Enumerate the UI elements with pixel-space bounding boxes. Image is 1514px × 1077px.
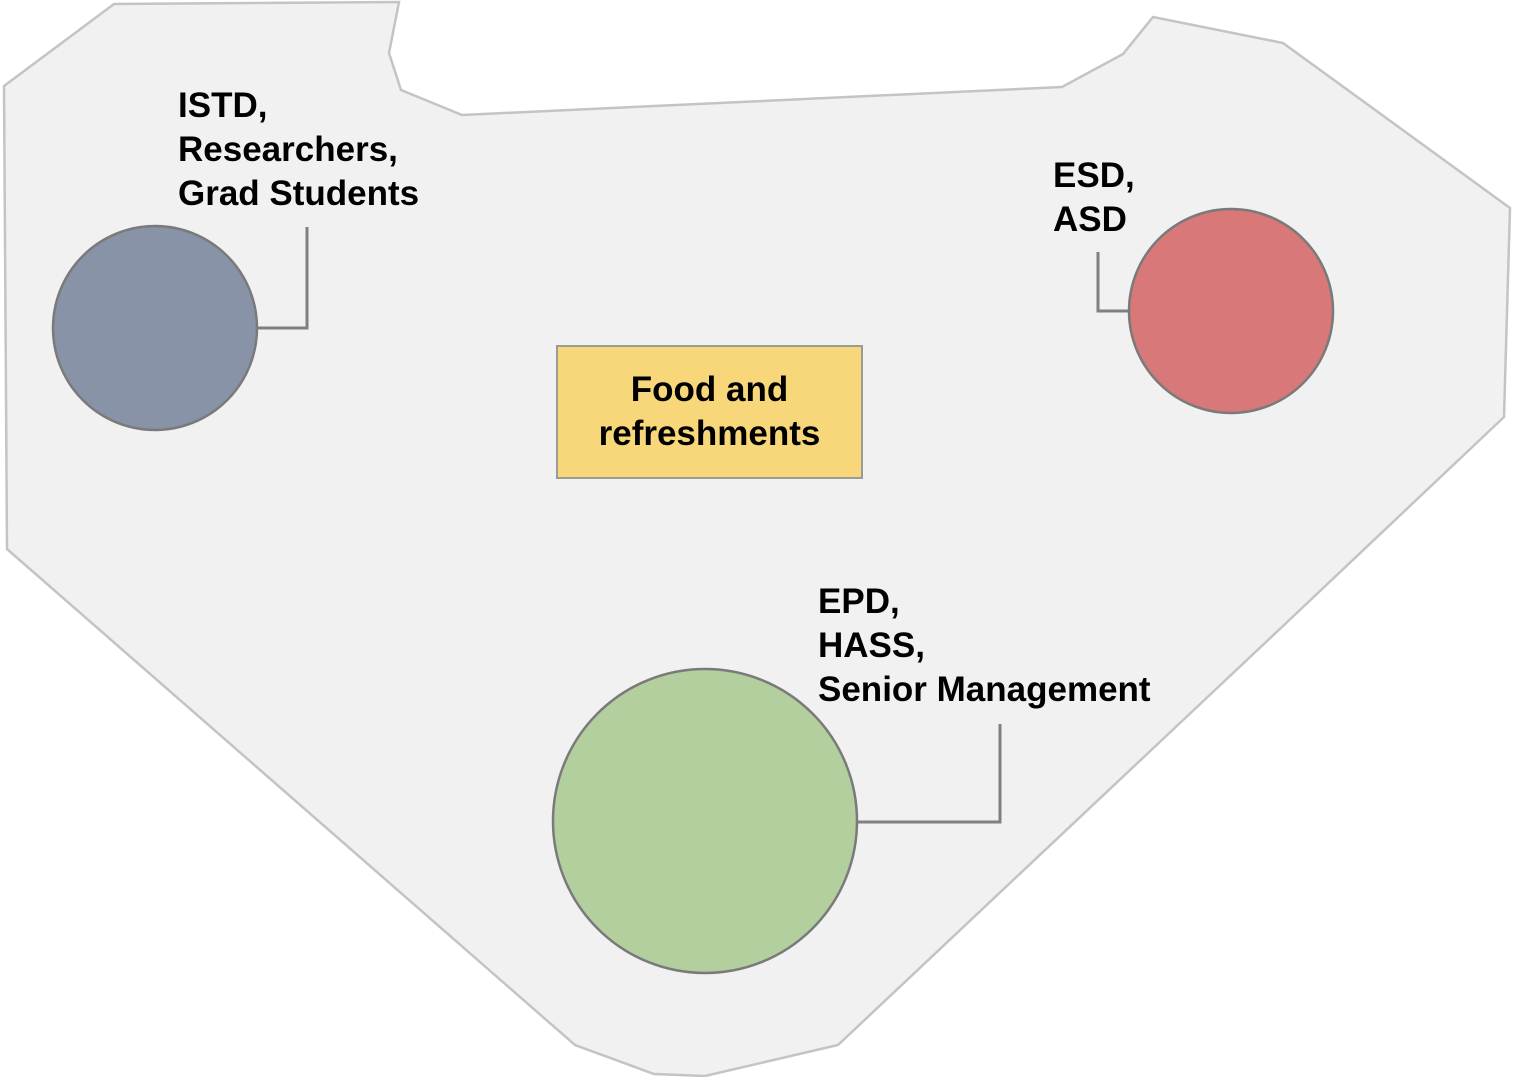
connector-line-esd [1096,252,1129,313]
group-label-line: HASS, [818,626,925,665]
group-label-istd: ISTD, Researchers, Grad Students [178,84,419,216]
group-label-epd: EPD, HASS, Senior Management [818,580,1151,712]
group-label-esd: ESD, ASD [1053,154,1135,242]
group-circle-epd [551,667,859,975]
group-label-line: Grad Students [178,174,420,213]
group-label-line: ESD, [1053,156,1135,195]
group-label-line: Researchers, [178,130,398,169]
food-refreshments-box: Food and refreshments [556,345,863,479]
connector-line-epd [858,724,1002,824]
group-label-line: ASD [1053,200,1127,239]
group-label-line: Senior Management [818,670,1151,709]
food-refreshments-label: Food and refreshments [598,370,821,453]
group-label-line: ISTD, [178,86,268,125]
connector-line-istd [256,227,309,330]
group-label-line: EPD, [818,582,900,621]
group-circle-istd [51,224,259,432]
group-circle-esd [1127,207,1335,415]
